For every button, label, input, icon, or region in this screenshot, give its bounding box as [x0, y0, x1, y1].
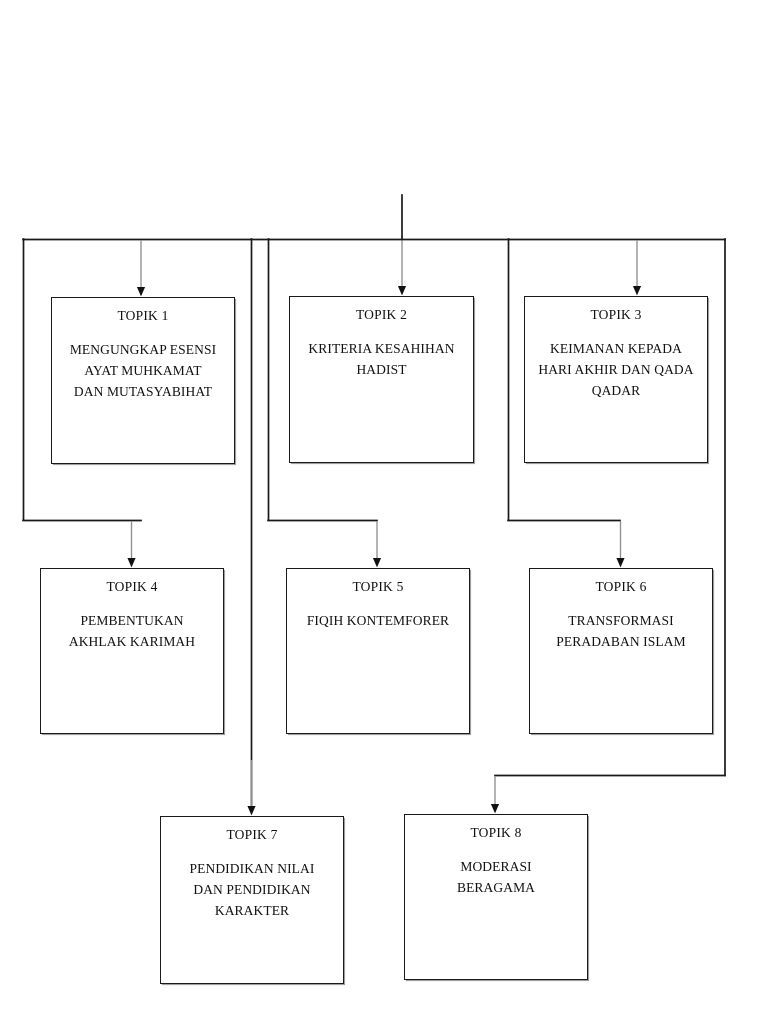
- node-title: TOPIK 2: [355, 307, 408, 322]
- node-topik-6[interactable]: TOPIK 6 TRANSFORMASI PERADABAN ISLAM: [529, 568, 713, 734]
- node-topik-7[interactable]: TOPIK 7 PENDIDIKAN NILAI DAN PENDIDIKAN …: [160, 816, 344, 984]
- node-body: KEIMANAN KEPADA HARI AKHIR DAN QADA QADA…: [538, 341, 694, 398]
- node-title: TOPIK 7: [226, 827, 278, 842]
- node-body: MODERASI BERAGAMA: [456, 859, 536, 895]
- node-title: TOPIK 1: [117, 308, 169, 323]
- node-title: TOPIK 4: [106, 579, 158, 594]
- node-topik-2[interactable]: TOPIK 2 KRITERIA KESAHIHAN HADIST: [289, 296, 474, 463]
- node-body: KRITERIA KESAHIHAN HADIST: [308, 341, 455, 377]
- node-body: FIQIH KONTEMFORER: [306, 613, 450, 628]
- node-topik-8[interactable]: TOPIK 8 MODERASI BERAGAMA: [404, 814, 588, 980]
- node-title: TOPIK 5: [352, 579, 404, 594]
- node-title: TOPIK 6: [595, 579, 647, 594]
- node-body: MENGUNGKAP ESENSI AYAT MUHKAMAT DAN MUTA…: [69, 342, 217, 399]
- node-title: TOPIK 3: [590, 307, 642, 322]
- node-body: PEMBENTUKAN AKHLAK KARIMAH: [68, 613, 196, 649]
- node-title: TOPIK 8: [470, 825, 522, 840]
- node-topik-4[interactable]: TOPIK 4 PEMBENTUKAN AKHLAK KARIMAH: [40, 568, 224, 734]
- node-topik-1[interactable]: TOPIK 1 MENGUNGKAP ESENSI AYAT MUHKAMAT …: [51, 297, 235, 464]
- node-body: PENDIDIKAN NILAI DAN PENDIDIKAN KARAKTER: [189, 861, 315, 918]
- node-topik-3[interactable]: TOPIK 3 KEIMANAN KEPADA HARI AKHIR DAN Q…: [524, 296, 708, 463]
- node-body: TRANSFORMASI PERADABAN ISLAM: [556, 613, 686, 649]
- node-topik-5[interactable]: TOPIK 5 FIQIH KONTEMFORER: [286, 568, 470, 734]
